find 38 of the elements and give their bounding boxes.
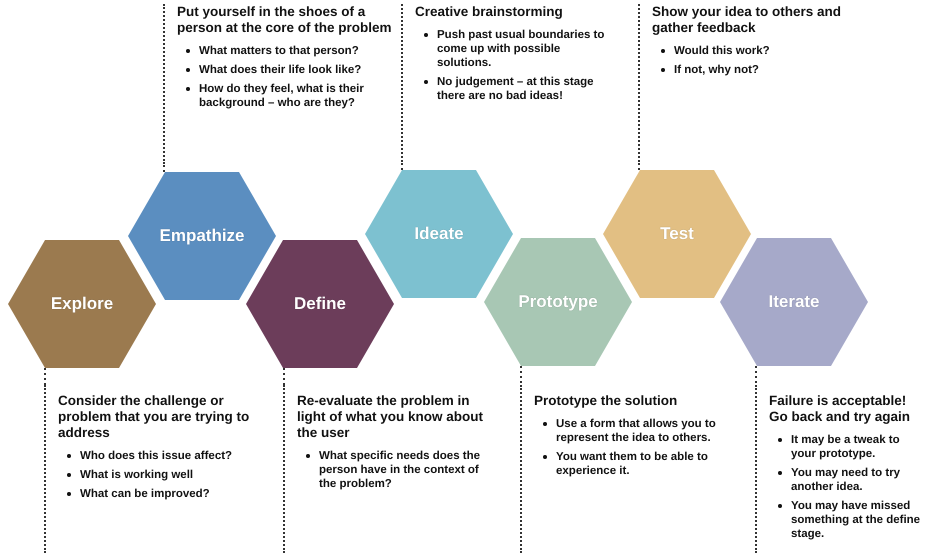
annotation-heading: Consider the challenge or problem that you are trying to address [58,393,250,441]
stage-label: Ideate [414,224,464,244]
stage-label: Iterate [768,292,820,312]
annotation-heading: Put yourself in the shoes of a person at the core of the problem [177,4,393,36]
stage-label: Empathize [159,226,245,246]
bullet-text: You may have missed something at the define stage. [791,500,920,540]
bullet-text: No judgement – at this stage there are no bad ideas! [437,76,594,102]
annotation-heading: Creative brainstorming [415,4,564,20]
bullet-text: If not, why not? [674,64,759,76]
annotation-heading: Prototype the solution [534,393,678,409]
annotation-block [401,4,606,162]
bullet-text: What does their life look like? [199,64,362,76]
bullet-text: How do they feel, what is their background – who are they? [199,83,364,109]
stage-label: Define [294,294,346,314]
bullet-text: It may be a tweak to your prototype. [791,434,900,460]
annotation-heading: Failure is acceptable! Go back and try again [769,393,912,425]
bullet-text: What matters to that person? [199,45,359,57]
stage-label: Prototype [518,292,598,312]
bullet-text: What is working well [80,469,194,481]
bullet-text: You may need to try another idea. [791,467,900,493]
bullet-text: Use a form that allows you to represent the idea to others. [556,418,716,444]
leader-line [401,162,403,170]
bullet-text: Who does this issue affect? [80,450,232,462]
leader-line [44,368,46,385]
annotation-heading: Re-evaluate the problem in light of what you know about the user [297,393,484,441]
bullet-text: What can be improved? [80,488,210,500]
stage-label: Explore [50,294,114,314]
stage-label: Test [660,224,694,244]
leader-line [283,368,285,385]
bullet-text: What specific needs does the person have in the context of the problem? [319,450,480,490]
bullet-text: Would this work? [674,45,770,57]
leader-line [755,366,757,385]
leader-line [638,162,640,170]
bullet-text: You want them to be able to experience it. [556,451,708,477]
annotation-heading: Show your idea to others and gather feedback [652,4,842,36]
leader-line [163,164,165,172]
bullet-text: Push past usual boundaries to come up with possible solutions. [437,29,604,69]
leader-line [520,366,522,385]
